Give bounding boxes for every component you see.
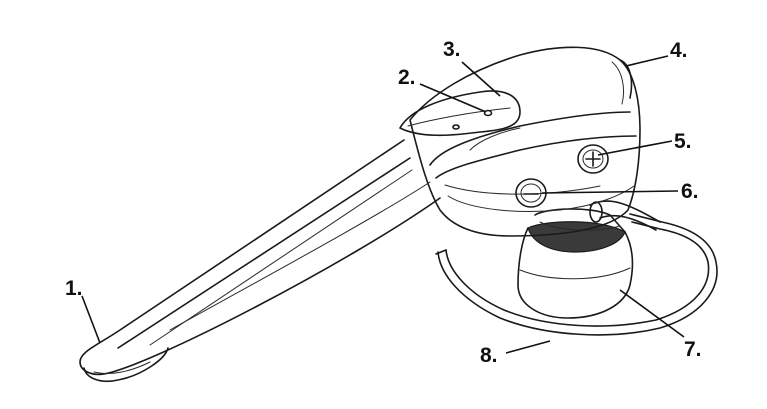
volume-up-button xyxy=(577,144,609,174)
leader-1 xyxy=(81,295,101,344)
top-button xyxy=(399,90,521,137)
boom-microphone xyxy=(79,139,441,383)
leader-6 xyxy=(541,190,679,194)
leader-5 xyxy=(597,140,673,156)
earbud xyxy=(517,208,634,319)
callout-labels: 1. 2. 3. 4. 5. 6. 7. 8. xyxy=(65,38,702,367)
callout-6: 6. xyxy=(681,180,699,203)
callout-5: 5. xyxy=(674,130,692,153)
leader-lines xyxy=(81,55,685,354)
callout-8: 8. xyxy=(480,344,498,367)
leader-4 xyxy=(625,55,669,67)
leader-3 xyxy=(461,61,501,97)
callout-2: 2. xyxy=(398,66,416,89)
callout-4: 4. xyxy=(670,39,688,62)
callout-1: 1. xyxy=(65,277,83,300)
leader-2 xyxy=(419,83,487,113)
callout-7: 7. xyxy=(684,338,702,361)
leader-8 xyxy=(505,340,551,354)
ear-hook xyxy=(435,213,718,336)
callout-3: 3. xyxy=(443,38,461,61)
indicator-light xyxy=(452,109,493,130)
leader-7 xyxy=(619,289,685,338)
volume-down-button xyxy=(515,178,547,208)
headset-body xyxy=(409,46,641,237)
